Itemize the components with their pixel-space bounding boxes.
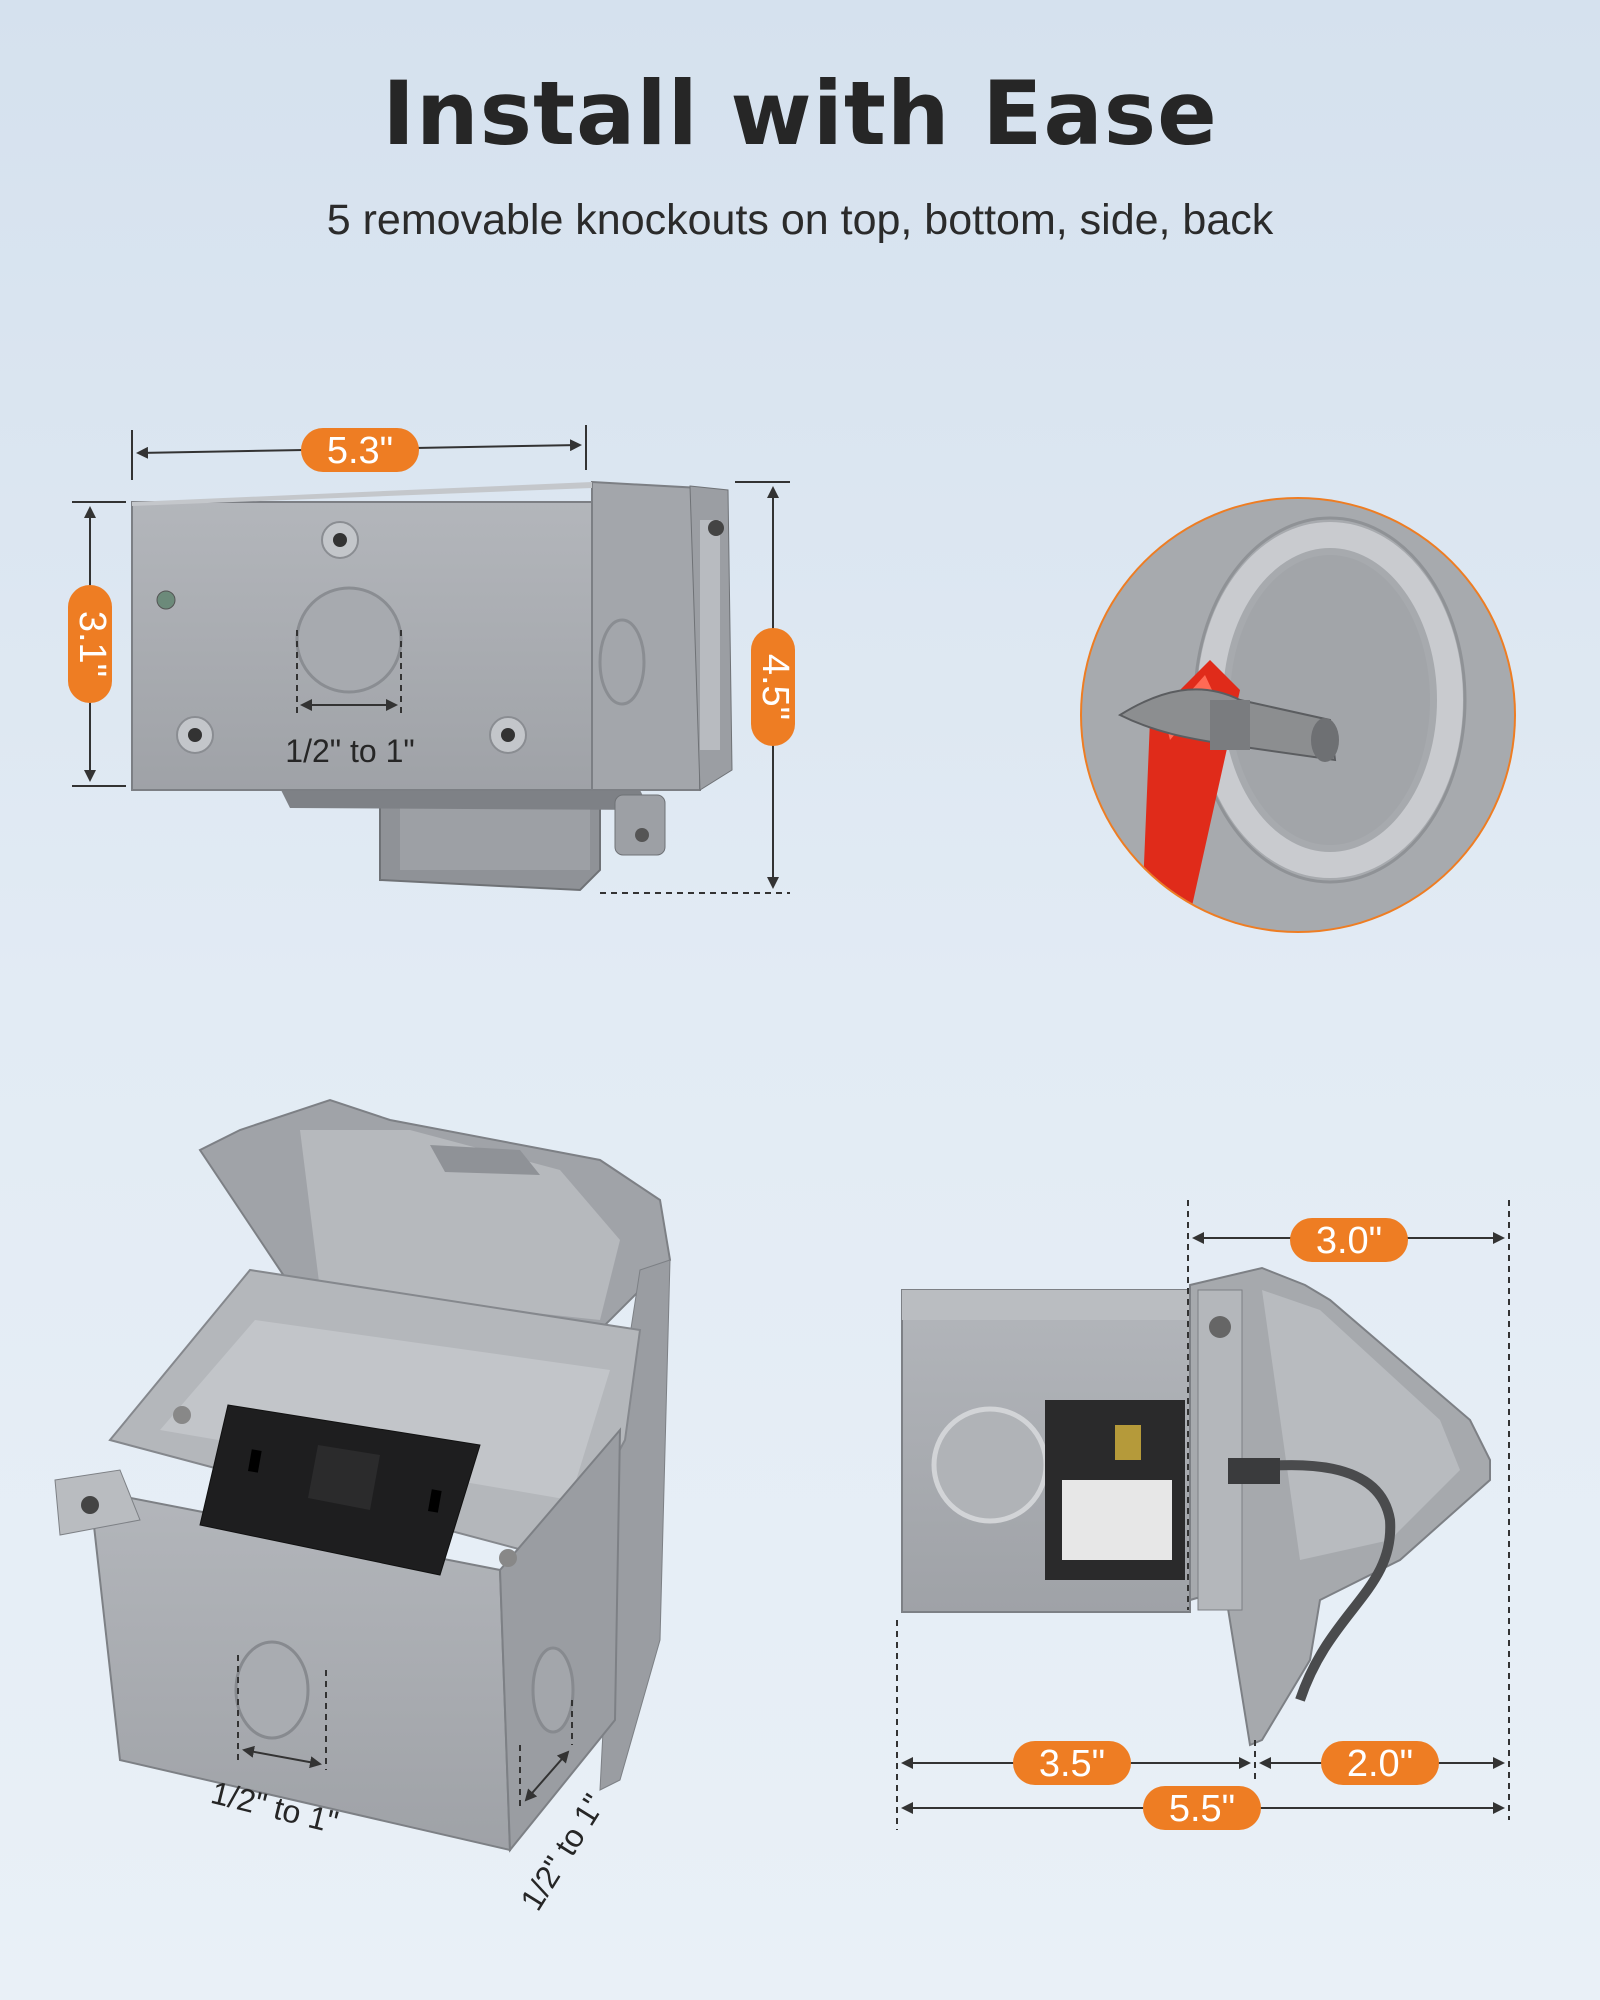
front-view-box: [131, 480, 733, 892]
side-right-bottom-label: 2.0": [1347, 1743, 1413, 1785]
depth-dimension: 4.5": [600, 481, 796, 894]
page-title: Install with Ease: [382, 62, 1218, 165]
gfci-outlet: [173, 1404, 517, 1576]
hammer-callout: [1080, 497, 1516, 933]
iso-view-box: [54, 1098, 672, 1853]
page-subtitle: 5 removable knockouts on top, bottom, si…: [326, 196, 1274, 244]
side-view-box: [901, 1266, 1491, 1747]
width-label: 5.3": [327, 430, 393, 472]
hammer-icon: [1117, 660, 1339, 931]
side-top-dimension: 3.0": [1187, 1200, 1510, 1820]
side-total-dimension: 5.5": [901, 1786, 1505, 1830]
side-total-label: 5.5": [1169, 1788, 1235, 1830]
depth-label: 4.5": [754, 654, 796, 720]
side-left-bottom-label: 3.5": [1039, 1743, 1105, 1785]
knockout-dimension: 1/2" to 1": [285, 630, 415, 769]
width-dimension: 5.3": [131, 425, 587, 480]
side-top-label: 3.0": [1316, 1220, 1382, 1262]
front-knockout-label: 1/2" to 1": [285, 733, 414, 769]
height-dimension: 3.1": [68, 501, 126, 787]
height-label: 3.1": [71, 611, 113, 677]
side-bottom-dimensions: 3.5" 2.0": [896, 1620, 1505, 1830]
